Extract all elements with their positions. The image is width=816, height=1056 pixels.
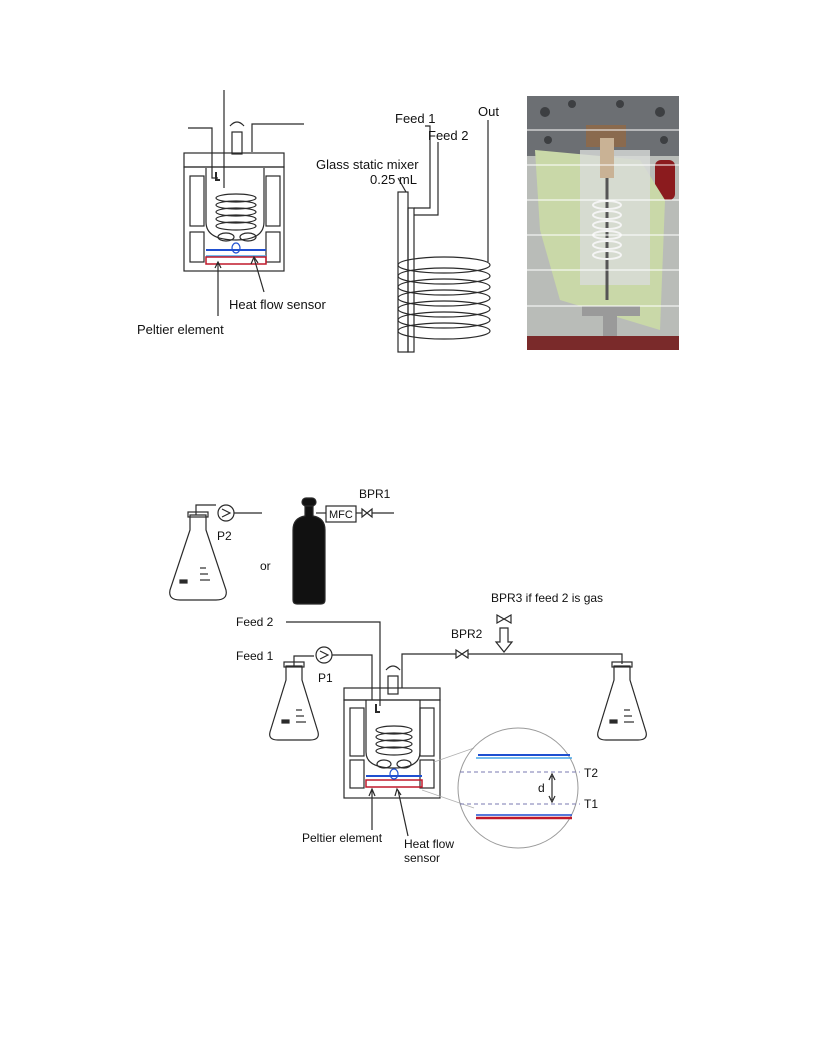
top-reactor-schematic	[183, 90, 304, 316]
bpr2-label: BPR2	[451, 627, 483, 641]
mixer-out-label: Out	[478, 104, 499, 119]
outlet-line-bottom	[401, 653, 456, 688]
cap-stub	[231, 131, 243, 155]
bottom-reactor-body	[343, 699, 441, 799]
top-heat-flow-label: Heat flow sensor	[229, 297, 326, 312]
bottom-clamp-icon	[385, 665, 401, 671]
reactor-body	[183, 166, 285, 272]
bpr1-valve-icon	[361, 507, 373, 519]
heat-flow-arrow	[253, 257, 265, 293]
mixer-feed1-label: Feed 1	[395, 111, 435, 126]
bottom-flow-setup	[169, 497, 647, 849]
mixer-feed2-label: Feed 2	[428, 128, 468, 143]
feed2-line-bottom	[286, 621, 381, 706]
or-label: or	[260, 559, 271, 573]
pump-p2-arrow	[221, 508, 232, 518]
bottom-heat-flow-label-2: sensor	[404, 851, 440, 865]
red-peltier-plate	[205, 256, 267, 265]
pump-p1-arrow	[319, 650, 330, 660]
peltier-arrowhead	[214, 260, 222, 269]
mixer-label-pointer	[397, 177, 407, 193]
feed1-line-bottom	[332, 654, 373, 700]
clamp-icon	[229, 121, 245, 127]
flask-p2	[169, 511, 227, 601]
mixer-coil	[397, 256, 491, 340]
bpr2-valve-icon	[455, 648, 469, 660]
reactor-wall-right-lower	[265, 231, 281, 263]
reactor-lid	[183, 152, 285, 168]
bottom-peltier-label: Peltier element	[302, 831, 383, 845]
feed2-label: Feed 2	[236, 615, 274, 629]
outlet-line-right	[251, 123, 304, 152]
mfc-label: MFC	[329, 509, 353, 521]
flask-feed1	[269, 661, 319, 741]
reactor-coil	[215, 193, 257, 231]
mixer-volume-label: 0.25 mL	[370, 172, 417, 187]
feed1-label: Feed 1	[236, 649, 274, 663]
p2-label: P2	[217, 529, 232, 543]
gas-cylinder-icon	[292, 503, 326, 605]
mixer-inner	[407, 207, 415, 353]
stirrer-blade-left	[217, 232, 235, 242]
inner-vessel	[205, 168, 265, 241]
heat-flow-arrowhead	[250, 255, 259, 265]
mixer-name-label: Glass static mixer	[316, 157, 419, 172]
mfc-box	[325, 505, 357, 523]
d-label: d	[538, 781, 545, 795]
feed1-line	[414, 125, 431, 209]
t1-label: T1	[584, 797, 598, 811]
feed1-connector	[293, 655, 314, 666]
t2-label: T2	[584, 766, 598, 780]
thermocouple	[215, 172, 220, 181]
pump-p2-icon	[217, 504, 235, 522]
static-mixer-schematic	[397, 120, 491, 353]
sensor-bead	[231, 242, 241, 254]
product-line	[468, 653, 623, 664]
reactor-wall-left	[189, 175, 205, 227]
p2-line	[195, 504, 216, 515]
feed2-line	[414, 142, 439, 216]
bpr3-arrow	[494, 627, 514, 653]
stirrer-blade-right	[239, 232, 257, 242]
p1-label: P1	[318, 671, 333, 685]
pump-p1-icon	[315, 646, 333, 664]
bpr1-label: BPR1	[359, 487, 391, 501]
flask-product	[597, 661, 647, 741]
bottom-heat-flow-label-1: Heat flow	[404, 837, 454, 851]
bpr3-valve-icon	[496, 613, 512, 625]
reactor-wall-right	[265, 175, 281, 227]
top-peltier-label: Peltier element	[137, 322, 224, 337]
magnified-detail	[457, 727, 580, 849]
bpr3-label: BPR3 if feed 2 is gas	[491, 591, 603, 605]
reactor-photo	[527, 96, 679, 350]
reactor-wall-left-lower	[189, 231, 205, 263]
bottom-reactor-schematic	[343, 665, 475, 837]
